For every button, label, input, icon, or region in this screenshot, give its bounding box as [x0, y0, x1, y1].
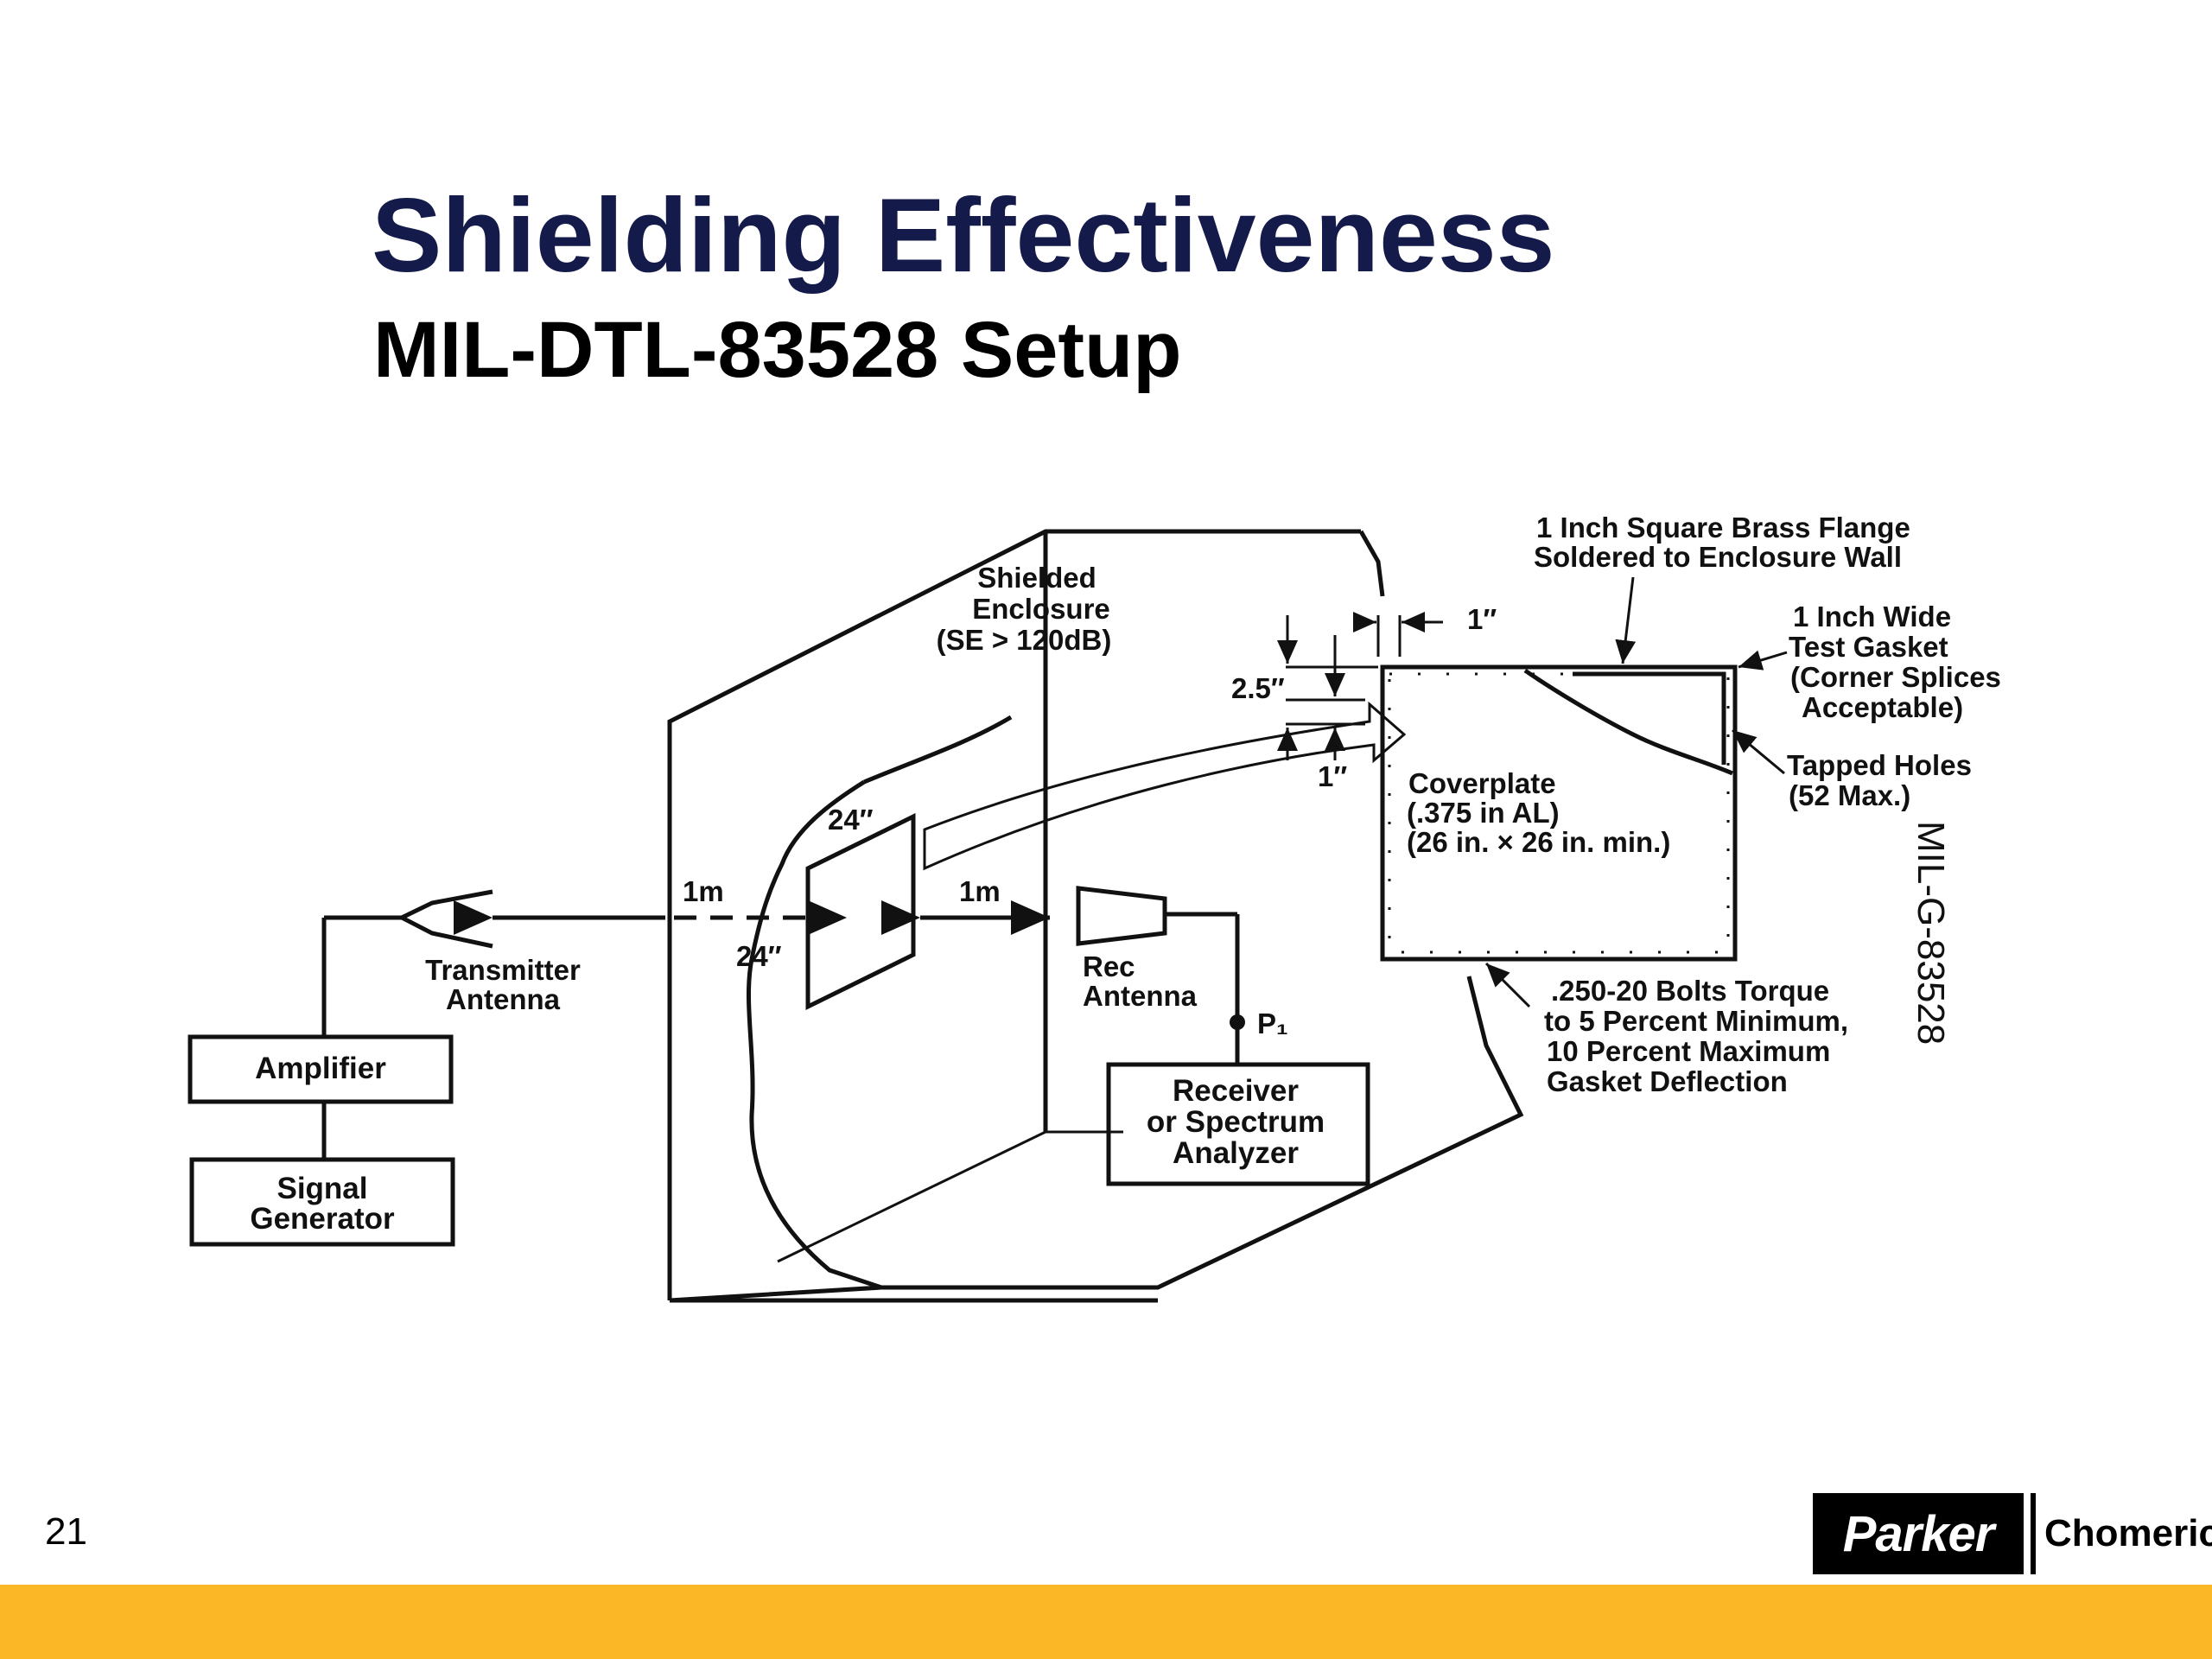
signal-generator-label-2: Generator [250, 1202, 395, 1236]
coverplate-detail [1380, 664, 1738, 962]
bolts-label-1: .250-20 Bolts Torque [1551, 975, 1829, 1007]
logo-division: Chomerics [2044, 1512, 2212, 1554]
dim-25in-label: 2.5″ [1231, 672, 1285, 704]
aperture-width-label: 24″ [828, 804, 874, 836]
receive-antenna-icon [1076, 886, 1245, 1065]
gasket-label-1: 1 Inch Wide [1793, 601, 1951, 632]
transmitter-antenna-label-2: Antenna [446, 983, 561, 1015]
coverplate-label-2: (.375 in AL) [1407, 797, 1560, 829]
dim-1in-top-label: 1″ [1467, 603, 1497, 635]
distance-tx-label: 1m [683, 875, 724, 907]
footer-bar [0, 1585, 2212, 1659]
coverplate-label-3: (26 in. × 26 in. min.) [1407, 826, 1670, 858]
flange-label-2: Soldered to Enclosure Wall [1534, 541, 1902, 573]
aperture-height-label: 24″ [736, 940, 782, 972]
standard-label: MIL-G-83528 [1910, 821, 1952, 1045]
slide-title: Shielding Effectiveness [372, 176, 1555, 294]
bolts-label-3: 10 Percent Maximum [1547, 1035, 1830, 1067]
receiver-label-2: or Spectrum [1147, 1105, 1325, 1139]
amplifier-box [188, 1034, 454, 1104]
signal-generator-box [189, 1157, 455, 1247]
rec-antenna-label-1: Rec [1083, 950, 1135, 982]
slide-number: 21 [45, 1510, 87, 1553]
flange-label-1: 1 Inch Square Brass Flange [1536, 512, 1910, 543]
amplifier-label: Amplifier [255, 1052, 386, 1085]
bolts-label-2: to 5 Percent Minimum, [1544, 1005, 1848, 1037]
test-aperture [805, 812, 916, 1011]
transmitter-antenna-label-1: Transmitter [425, 954, 581, 986]
enclosure-label-2: Enclosure [972, 593, 1110, 625]
logo-separator [2031, 1493, 2036, 1574]
distance-rx-label: 1m [959, 875, 1001, 907]
signal-generator-label-1: Signal [276, 1172, 367, 1205]
receiver-box [1106, 1062, 1370, 1186]
gasket-label-2: Test Gasket [1789, 631, 1948, 663]
gasket-label-4: Acceptable) [1802, 691, 1963, 723]
enclosure-label-3: (SE > 120dB) [937, 624, 1112, 656]
dim-1in-side-label: 1″ [1318, 760, 1347, 792]
transmitter-antenna-icon [321, 889, 493, 1037]
receiver-label-3: Analyzer [1173, 1136, 1299, 1170]
receiver-label-1: Receiver [1173, 1074, 1299, 1108]
gasket-label-3: (Corner Splices [1790, 661, 2001, 693]
bolts-label-4: Gasket Deflection [1547, 1065, 1788, 1097]
shielded-enclosure [667, 529, 1524, 1303]
detail-callout-arrow [923, 701, 1407, 871]
dimension-markers [1277, 612, 1443, 760]
logo-brand: Parker [1813, 1493, 2024, 1574]
parker-chomerics-logo: Parker Chomerics [1813, 1493, 2212, 1574]
probe-point-label: P₁ [1257, 1007, 1288, 1039]
slide-subtitle: MIL-DTL-83528 Setup [373, 306, 1182, 394]
tapped-holes-label-1: Tapped Holes [1787, 749, 1972, 781]
coverplate-label-1: Coverplate [1408, 767, 1556, 799]
enclosure-label-1: Shielded [977, 562, 1096, 594]
tapped-holes-label-2: (52 Max.) [1789, 779, 1910, 811]
rec-antenna-label-2: Antenna [1083, 980, 1198, 1012]
